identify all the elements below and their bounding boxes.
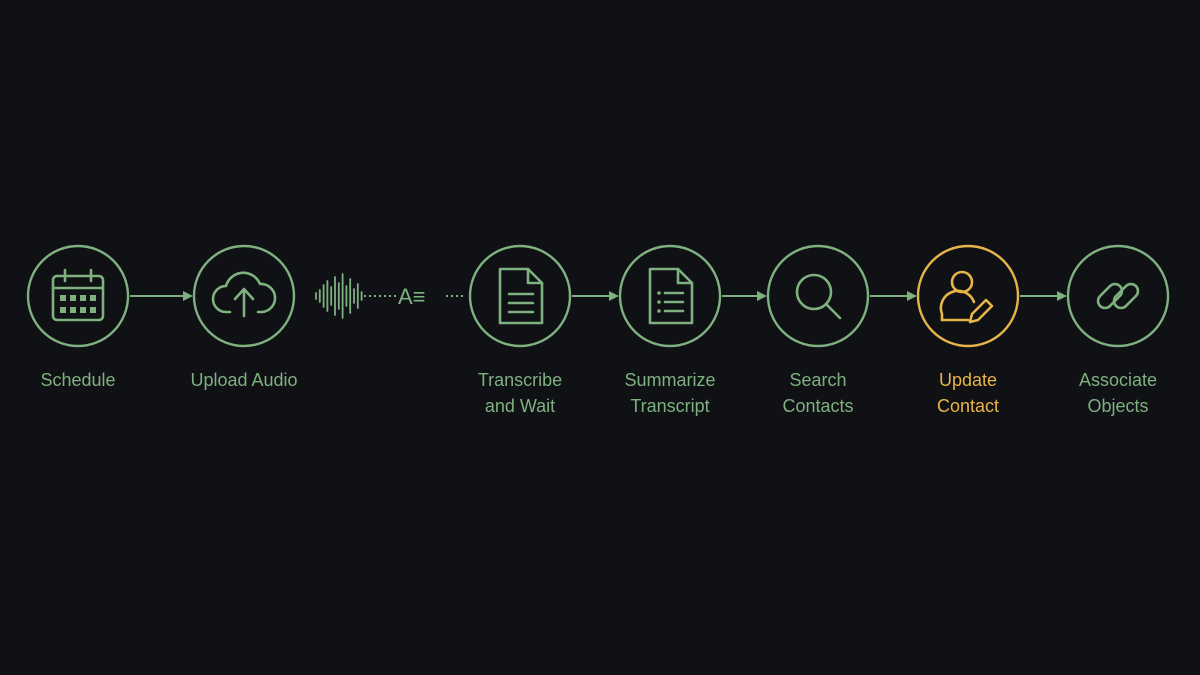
step-label: Search [789, 370, 846, 390]
connector-upload-audio-to-transcribe-and-wait: A≡ [315, 273, 466, 319]
step-label: Schedule [40, 370, 115, 390]
list-document-icon [648, 267, 694, 325]
step-label: and Wait [485, 396, 555, 416]
text-glyph-icon: A≡ [398, 284, 426, 309]
step-label: Contacts [782, 396, 853, 416]
calendar-icon [51, 268, 105, 322]
step-label: Objects [1087, 396, 1148, 416]
waveform-icon [315, 273, 363, 319]
step-label: Update [939, 370, 997, 390]
step-circle [26, 244, 130, 348]
step-label: Summarize [624, 370, 715, 390]
document-icon [498, 267, 544, 325]
step-label: Upload Audio [190, 370, 297, 390]
cloud-upload-icon [211, 271, 277, 318]
step-label: Transcript [630, 396, 709, 416]
step-label: Transcribe [478, 370, 562, 390]
step-label: Associate [1079, 370, 1157, 390]
step-upload-audio: Upload Audio [190, 244, 298, 390]
step-circle [916, 244, 1020, 348]
link-icon [1096, 282, 1140, 310]
step-circle [618, 244, 722, 348]
step-transcribe-and-wait: Transcribe and Wait [468, 244, 572, 416]
step-label: Contact [937, 396, 999, 416]
step-circle [192, 244, 296, 348]
step-circle [468, 244, 572, 348]
step-circle [766, 244, 870, 348]
step-circle [1066, 244, 1170, 348]
user-edit-icon [939, 270, 994, 324]
step-schedule: Schedule [26, 244, 130, 390]
magnifier-icon [795, 273, 842, 320]
